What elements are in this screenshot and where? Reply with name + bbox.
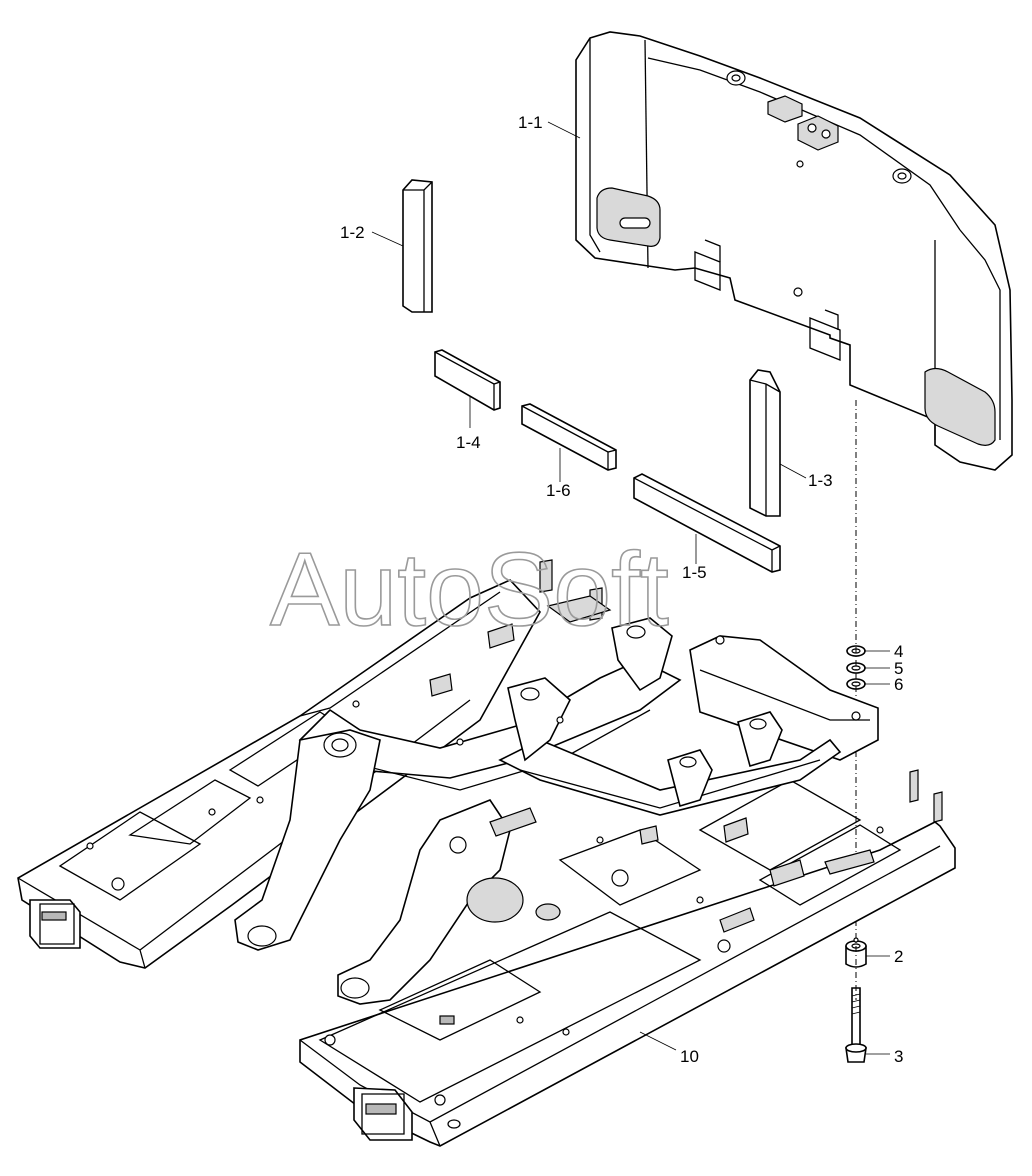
callout-3: 3 [894, 1047, 903, 1066]
watermark-text: AutoSoft [270, 532, 669, 648]
counterweight-part [575, 31, 1013, 471]
callout-5: 5 [894, 659, 903, 678]
upper-frame-part [17, 559, 956, 1147]
leader-lines [371, 121, 890, 1055]
callout-4: 4 [894, 642, 903, 661]
callout-1-3: 1-3 [808, 471, 833, 490]
callout-2: 2 [894, 947, 903, 966]
block-1-6 [521, 403, 617, 471]
callout-1-6: 1-6 [546, 481, 571, 500]
callout-6: 6 [894, 675, 903, 694]
callout-1-1: 1-1 [518, 113, 543, 132]
block-1-3 [749, 369, 781, 517]
block-1-2 [402, 179, 433, 313]
bolt-3 [845, 987, 867, 1063]
block-1-5 [633, 473, 781, 573]
block-1-4 [434, 349, 501, 411]
callout-1-2: 1-2 [340, 223, 365, 242]
callout-1-4: 1-4 [456, 433, 481, 452]
callout-1-5: 1-5 [682, 563, 707, 582]
callout-10: 10 [680, 1047, 699, 1066]
